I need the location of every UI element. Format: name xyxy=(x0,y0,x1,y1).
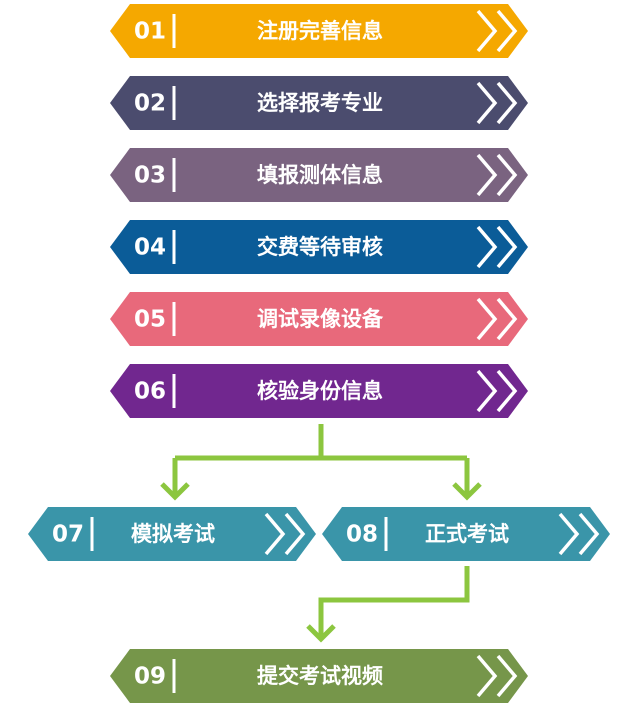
step-07: 07 模拟考试 xyxy=(28,507,316,561)
step-number: 03 xyxy=(134,163,166,189)
step-number: 01 xyxy=(134,19,166,45)
arrow-down-icon xyxy=(452,482,482,501)
step-label: 交费等待审核 xyxy=(257,235,383,259)
step-03: 03 填报测体信息 xyxy=(110,148,528,202)
step-number: 05 xyxy=(134,307,166,333)
double-chevron-icon xyxy=(476,369,518,413)
step-banner-shape xyxy=(110,4,528,58)
step-label: 注册完善信息 xyxy=(257,19,383,43)
double-chevron-icon xyxy=(476,9,518,53)
double-chevron-icon xyxy=(558,512,600,556)
merge-connector xyxy=(318,566,470,636)
step-banner-shape xyxy=(110,364,528,418)
step-banner-shape xyxy=(110,292,528,346)
step-number: 07 xyxy=(52,522,84,548)
step-banner-shape xyxy=(110,76,528,130)
double-chevron-icon xyxy=(476,225,518,269)
step-label: 模拟考试 xyxy=(131,522,215,546)
step-05: 05 调试录像设备 xyxy=(110,292,528,346)
step-banner-shape xyxy=(110,148,528,202)
arrow-down-icon xyxy=(306,624,336,643)
step-number: 09 xyxy=(134,664,166,690)
step-06: 06 核验身份信息 xyxy=(110,364,528,418)
step-label: 正式考试 xyxy=(425,522,509,546)
arrow-down-icon xyxy=(160,482,190,501)
step-label: 调试录像设备 xyxy=(257,307,384,331)
step-02: 02 选择报考专业 xyxy=(110,76,528,130)
step-number: 02 xyxy=(134,91,166,117)
step-08: 08 正式考试 xyxy=(322,507,610,561)
step-banners: 01 注册完善信息 02 选择报考专业 03 填报测体信息 04 交费等待审核 05 调试录像设备… xyxy=(28,4,610,703)
double-chevron-icon xyxy=(476,153,518,197)
step-label: 选择报考专业 xyxy=(257,91,383,115)
step-04: 04 交费等待审核 xyxy=(110,220,528,274)
step-banner-shape xyxy=(28,507,316,561)
double-chevron-icon xyxy=(264,512,306,556)
double-chevron-icon xyxy=(476,654,518,698)
step-number: 06 xyxy=(134,379,166,405)
step-label: 填报测体信息 xyxy=(257,163,383,187)
step-banner-shape xyxy=(110,649,528,703)
double-chevron-icon xyxy=(476,81,518,125)
step-banner-shape xyxy=(322,507,610,561)
double-chevron-icon xyxy=(476,297,518,341)
flow-connectors xyxy=(160,424,482,643)
step-number: 04 xyxy=(134,235,166,261)
step-number: 08 xyxy=(346,522,378,548)
step-banner-shape xyxy=(110,220,528,274)
step-01: 01 注册完善信息 xyxy=(110,4,528,58)
step-label: 提交考试视频 xyxy=(257,664,383,688)
step-label: 核验身份信息 xyxy=(257,379,383,403)
split-connector xyxy=(172,424,470,494)
step-09: 09 提交考试视频 xyxy=(110,649,528,703)
